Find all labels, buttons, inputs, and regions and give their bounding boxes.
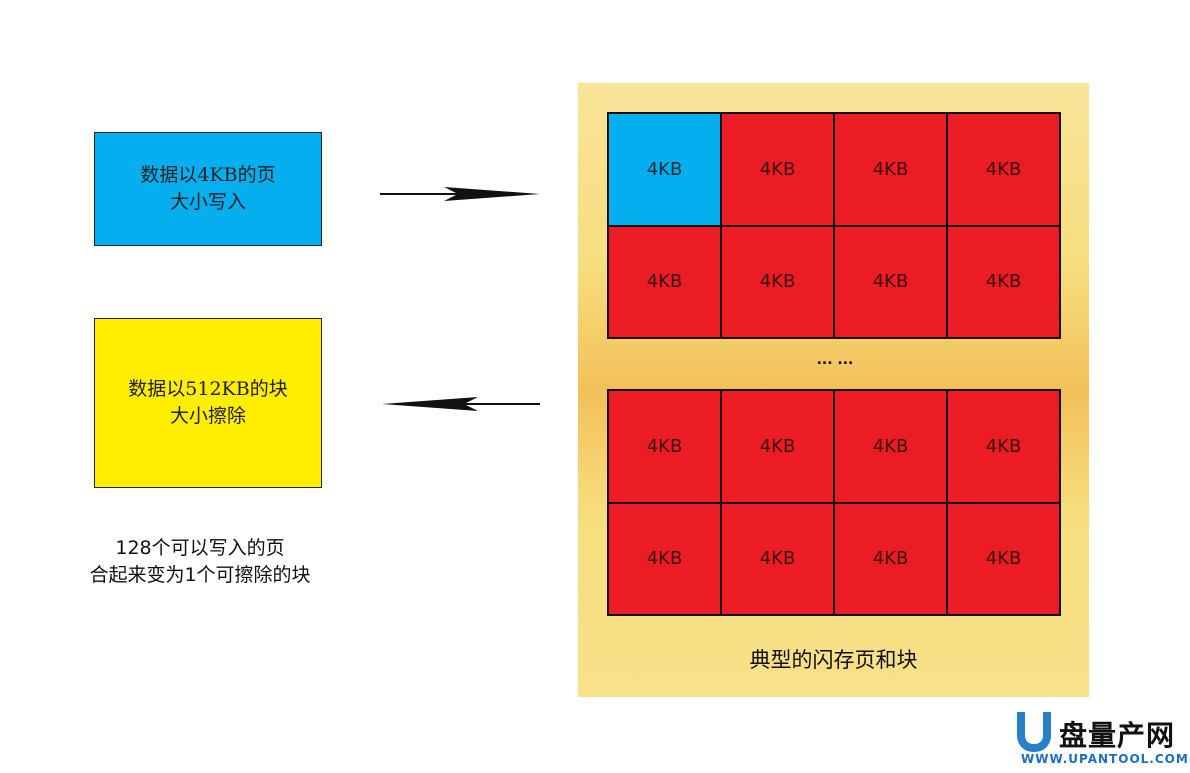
- erase-arrow: [382, 397, 540, 411]
- page-cell: 4KB: [608, 502, 721, 615]
- page-cell: 4KB: [947, 390, 1060, 503]
- page-cell: 4KB: [834, 502, 947, 615]
- page-cell: 4KB: [947, 225, 1060, 338]
- write-arrow: [380, 187, 540, 201]
- note-line-2: 合起来变为1个可擦除的块: [89, 564, 311, 586]
- page-cell: 4KB: [721, 113, 834, 226]
- ellipsis: ... ...: [816, 352, 854, 368]
- upantool-logo: 盘量产网 WWW.UPANTOOL.COM: [1015, 700, 1188, 770]
- pages-per-block-note: 128个可以写入的页 合起来变为1个可擦除的块: [40, 535, 360, 589]
- page-cell: 4KB: [721, 225, 834, 338]
- page-cell: 4KB: [608, 390, 721, 503]
- page-cell: 4KB: [721, 502, 834, 615]
- write-page-box: 数据以4KB的页 大小写入: [94, 132, 322, 246]
- page-cell: 4KB: [834, 390, 947, 503]
- page-cell: 4KB: [721, 390, 834, 503]
- page-cell: 4KB: [608, 225, 721, 338]
- logo-name: 盘量产网: [1059, 719, 1176, 752]
- note-line-1: 128个可以写入的页: [115, 537, 285, 559]
- logo-u-icon: [1017, 712, 1051, 752]
- page-cell: 4KB: [834, 225, 947, 338]
- page-cell: 4KB: [947, 113, 1060, 226]
- page-cell: 4KB: [947, 502, 1060, 615]
- page-cell: 4KB: [834, 113, 947, 226]
- erase-block-box: 数据以512KB的块 大小擦除: [94, 318, 322, 488]
- written-page-cell: 4KB: [608, 113, 721, 226]
- panel-caption: 典型的闪存页和块: [749, 648, 918, 672]
- logo-url: WWW.UPANTOOL.COM: [1021, 752, 1189, 766]
